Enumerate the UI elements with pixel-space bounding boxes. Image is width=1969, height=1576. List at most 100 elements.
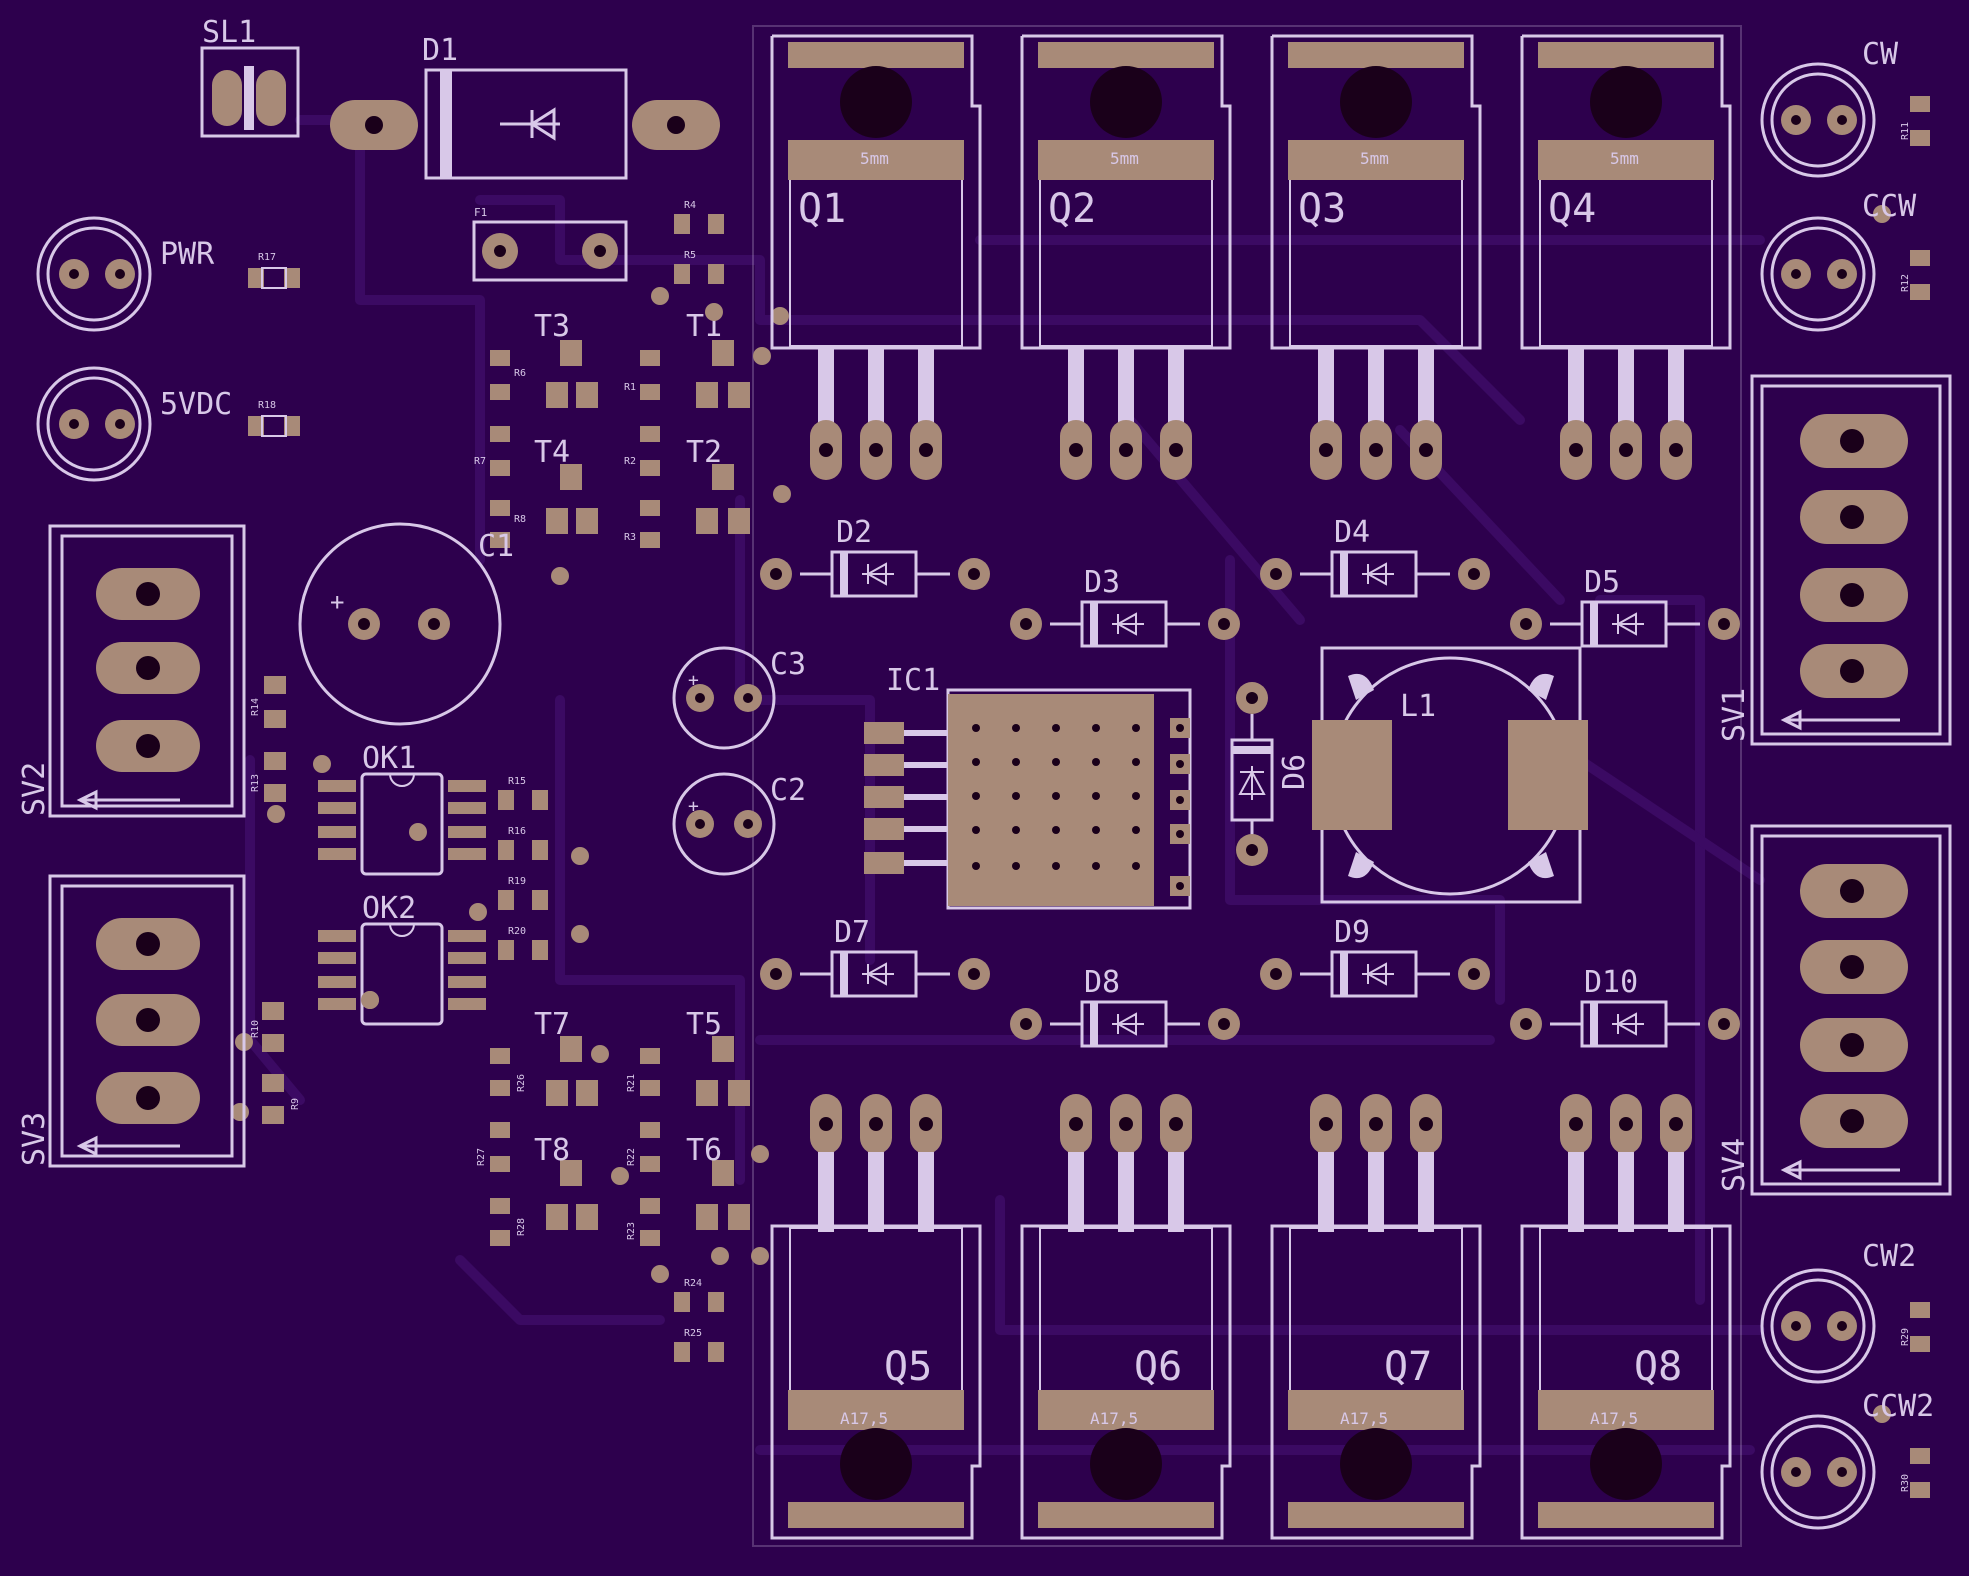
q5-mosfet: A17,5 Q5: [770, 1094, 982, 1540]
q7-mosfet: A17,5 Q7: [1270, 1094, 1482, 1540]
d5-diode: D5: [1510, 565, 1740, 648]
ok2-label: OK2: [362, 891, 416, 926]
q3-mosfet: 5mm Q3: [1270, 34, 1482, 480]
pwr-label: PWR: [160, 237, 215, 272]
d8-label: D8: [1084, 965, 1120, 1000]
r17-label: R17: [258, 252, 276, 263]
r6-label: R6: [514, 368, 526, 379]
t3-label: T3: [534, 309, 570, 344]
t6-label: T6: [686, 1133, 722, 1168]
d10-diode: D10: [1510, 965, 1740, 1048]
l1-inductor: L1: [1312, 646, 1588, 904]
sv3-connector: SV3: [17, 874, 246, 1168]
svg-text:5mm: 5mm: [860, 149, 889, 168]
q1-mosfet: 5mm Q1: [770, 34, 982, 480]
5vdc-label: 5VDC: [160, 387, 232, 422]
sv1-label: SV1: [1717, 688, 1752, 742]
svg-text:A17,5: A17,5: [1090, 1409, 1138, 1428]
d8-diode: D8: [1010, 965, 1240, 1048]
sv4-connector: SV4: [1717, 824, 1952, 1196]
r15-label: R15: [508, 776, 526, 787]
ok2-optocoupler: OK2: [318, 891, 486, 1026]
t8-transistor: T8: [534, 1133, 598, 1230]
r9-r10-resistors: R10 R9: [250, 1002, 301, 1124]
cw2-label: CW2: [1862, 1239, 1916, 1274]
t6-transistor: T6: [686, 1133, 750, 1230]
d1-diode: D1: [330, 33, 720, 180]
power-area-outline: [752, 25, 1742, 1547]
d6-label: D6: [1277, 754, 1312, 790]
r29-label: R29: [1900, 1328, 1911, 1346]
r19-label: R19: [508, 876, 526, 887]
d6-diode: D6: [1230, 682, 1312, 866]
d3-diode: D3: [1010, 565, 1240, 648]
d7-label: D7: [834, 915, 870, 950]
r5-label: R5: [684, 250, 696, 261]
r30-label: R30: [1900, 1474, 1911, 1492]
q6-label: Q6: [1134, 1344, 1182, 1390]
q4-label: Q4: [1548, 186, 1596, 232]
q1-label: Q1: [798, 186, 846, 232]
r-bottom-left-group: R26 R27 R28 R21 R22 R23: [476, 1048, 660, 1246]
svg-text:A17,5: A17,5: [1590, 1409, 1638, 1428]
q5-label: Q5: [884, 1344, 932, 1390]
d2-label: D2: [836, 515, 872, 550]
q3-label: Q3: [1298, 186, 1346, 232]
d7-diode: D7: [760, 915, 990, 998]
svg-text:5mm: 5mm: [1610, 149, 1639, 168]
sv4-label: SV4: [1717, 1138, 1752, 1192]
f1-fuse: F1: [472, 206, 628, 282]
svg-text:A17,5: A17,5: [840, 1409, 888, 1428]
ok1-label: OK1: [362, 741, 416, 776]
r3-label: R3: [624, 532, 636, 543]
svg-text:+: +: [330, 588, 344, 616]
d2-diode: D2: [760, 515, 990, 598]
q6-mosfet: A17,5 Q6: [1020, 1094, 1232, 1540]
r17-resistor: R17: [248, 252, 300, 289]
r-top-left-group: R6 R7 R8 R1 R2 R3: [474, 350, 660, 548]
r14-label: R14: [250, 698, 261, 716]
r5-resistor: R5: [674, 250, 724, 284]
r1-label: R1: [624, 382, 636, 393]
c1-capacitor: + C1: [298, 522, 514, 726]
svg-text:+: +: [688, 796, 699, 817]
ok1-optocoupler: OK1: [318, 741, 486, 876]
ic1-label: IC1: [886, 663, 940, 698]
r24-label: R24: [684, 1278, 702, 1289]
svg-text:+: +: [688, 670, 699, 691]
sv1-connector: SV1: [1717, 374, 1952, 746]
t2-label: T2: [686, 435, 722, 470]
q2-mosfet: 5mm Q2: [1020, 34, 1232, 480]
c2-label: C2: [770, 773, 806, 808]
sl1-connector: SL1: [200, 15, 300, 138]
pwr-led: PWR: [36, 216, 215, 332]
r15-r20-resistors: R15 R16 R19 R20: [498, 776, 548, 960]
r26-label: R26: [516, 1074, 527, 1092]
ccw-led: CCW R12: [1760, 189, 1930, 332]
r4-label: R4: [684, 200, 696, 211]
svg-text:5mm: 5mm: [1110, 149, 1139, 168]
ic1-regulator: IC1: [864, 663, 1192, 910]
r11-label: R11: [1900, 122, 1911, 140]
t5-transistor: T5: [686, 1007, 750, 1106]
cw-led: CW R11: [1760, 37, 1930, 178]
ccw2-label: CCW2: [1862, 1389, 1934, 1424]
t2-transistor: T2: [686, 435, 750, 534]
c1-label: C1: [478, 529, 514, 564]
r20-label: R20: [508, 926, 526, 937]
r23-label: R23: [626, 1222, 637, 1240]
r27-label: R27: [476, 1148, 487, 1166]
l1-label: L1: [1400, 689, 1436, 724]
t3-transistor: T3: [534, 309, 598, 408]
sv2-label: SV2: [17, 762, 52, 816]
t7-label: T7: [534, 1007, 570, 1042]
r22-label: R22: [626, 1148, 637, 1166]
r13-label: R13: [250, 774, 261, 792]
d9-diode: D9: [1260, 915, 1490, 998]
r24-r25-resistors: R24 R25: [674, 1278, 724, 1362]
q7-label: Q7: [1384, 1344, 1432, 1390]
sv2-connector: SV2: [17, 524, 246, 818]
svg-text:5mm: 5mm: [1360, 149, 1389, 168]
r7-label: R7: [474, 456, 486, 467]
